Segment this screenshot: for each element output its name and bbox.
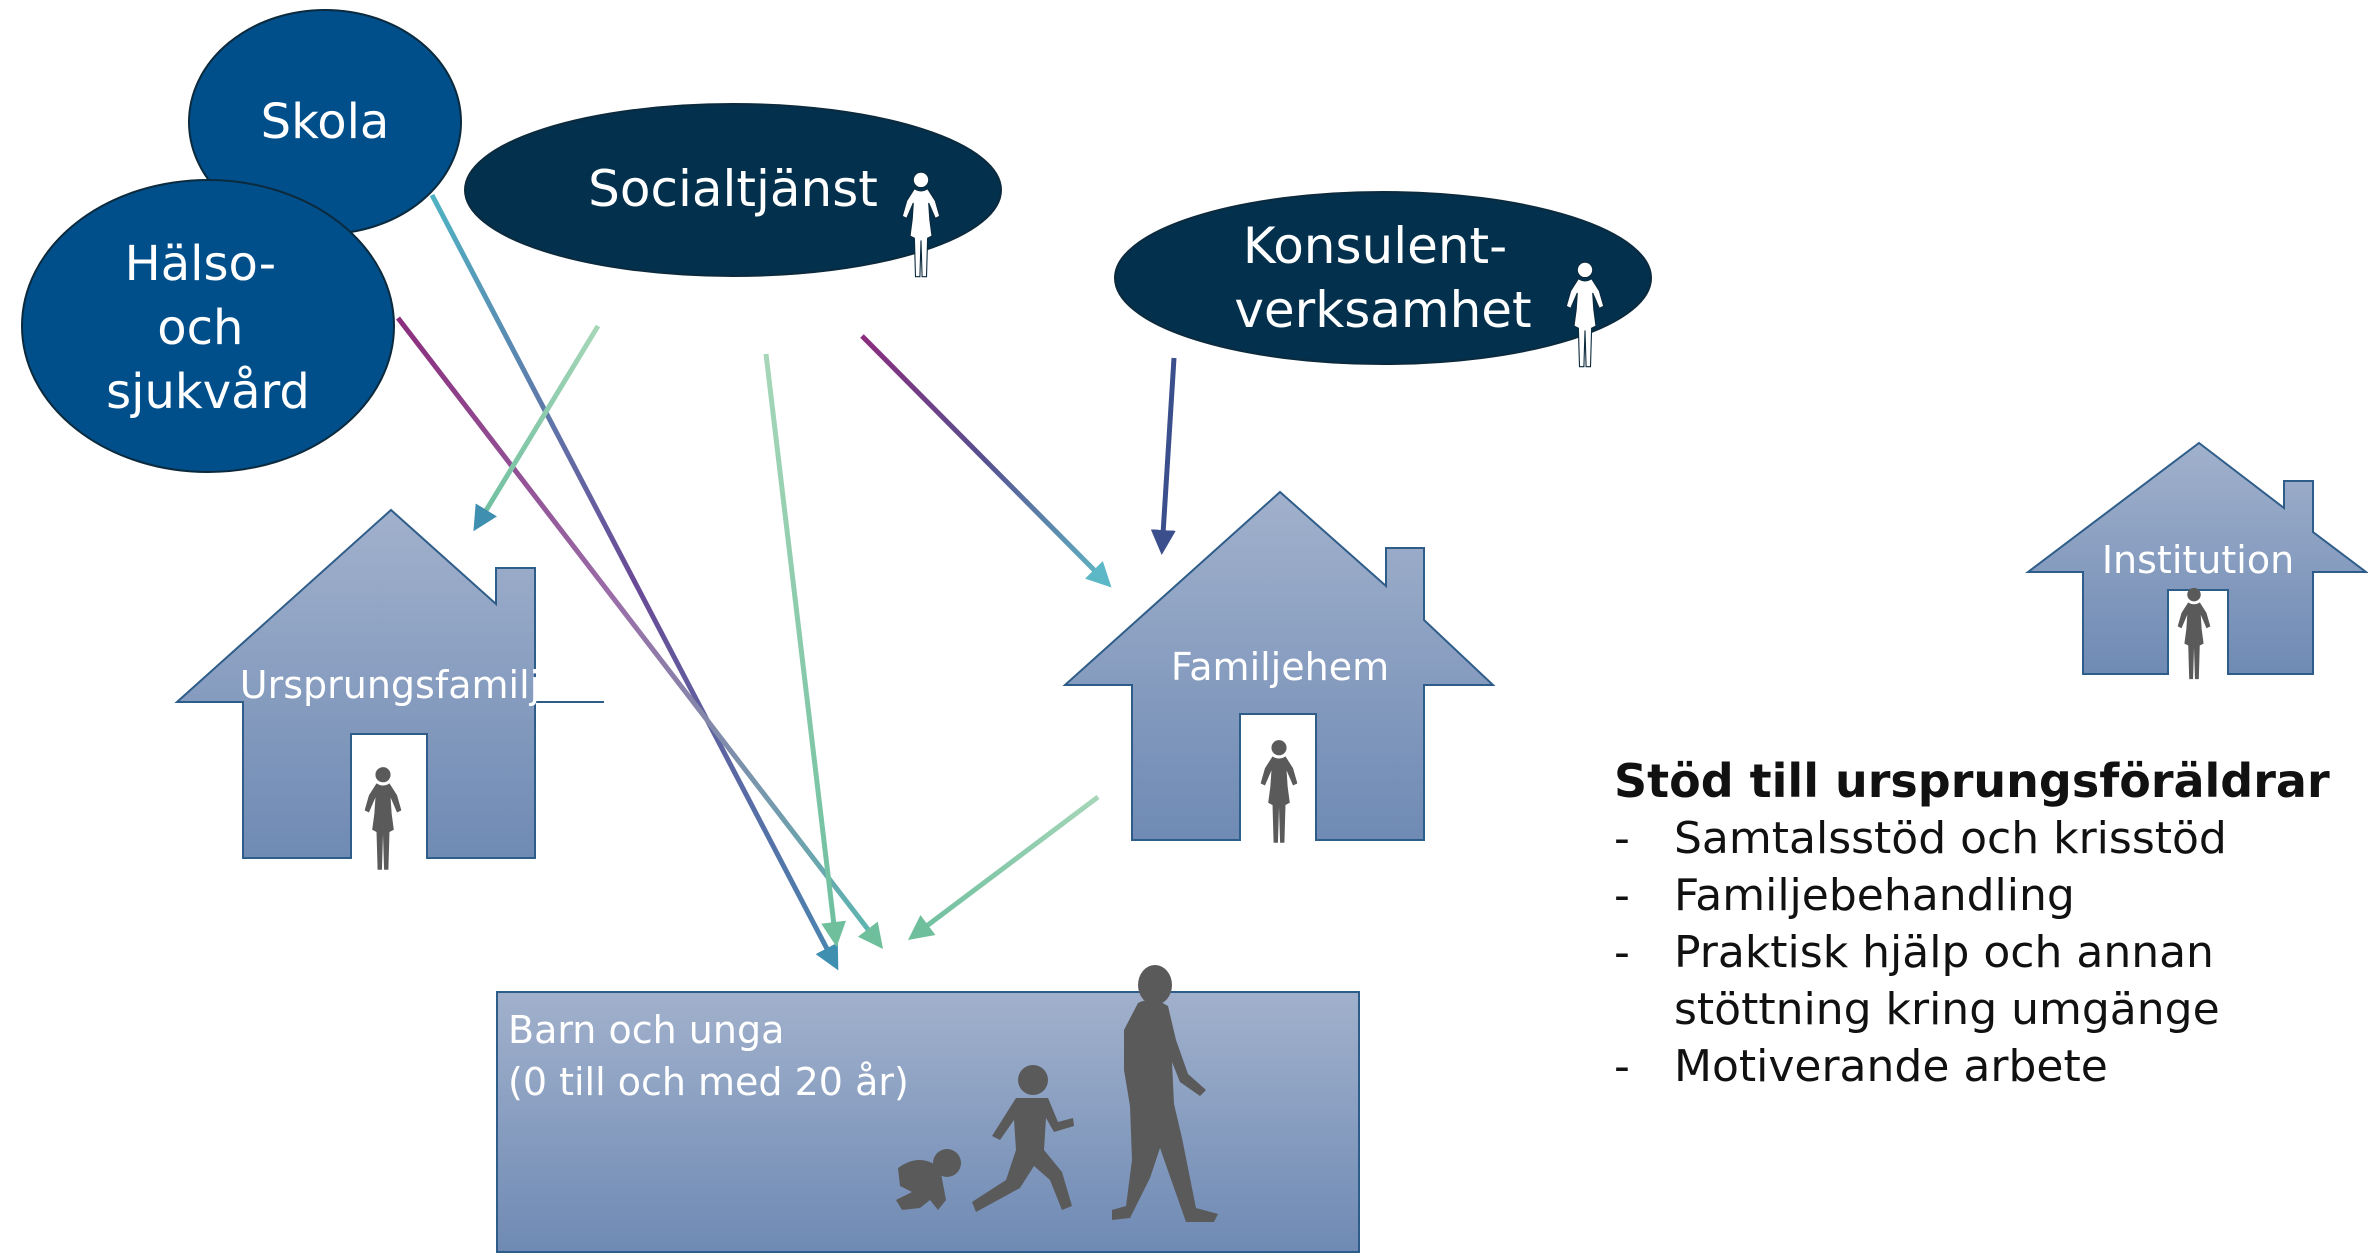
house-familjehem-shape bbox=[1062, 490, 1496, 841]
house-familjehem: Familjehem bbox=[1062, 490, 1496, 843]
support-item-text: Familjebehandling bbox=[1674, 870, 2075, 921]
house-ursprungsfamilj-shape bbox=[174, 508, 604, 859]
org-konsulentverksamhet: Konsulent- verksamhet bbox=[1114, 191, 1652, 368]
support-item-text: Praktisk hjälp och annan bbox=[1674, 927, 2214, 978]
children-box-line-2: (0 till och med 20 år) bbox=[508, 1060, 909, 1104]
arrow-socialtjanst-to-ursprungsfamilj bbox=[473, 324, 601, 532]
list-dash: - bbox=[1614, 1041, 1630, 1092]
support-panel: Stöd till ursprungsföräldrar - Samtalsst… bbox=[1614, 752, 2354, 1095]
arrow-halso-to-children bbox=[396, 316, 884, 949]
support-item-text: Samtalsstöd och krisstöd bbox=[1674, 813, 2227, 864]
list-dash: - bbox=[1614, 870, 1630, 921]
org-konsulent-label: Konsulent- verksamhet bbox=[1234, 217, 1531, 339]
house-institution-label: Institution bbox=[2102, 538, 2294, 582]
support-item: - Samtalsstöd och krisstöd bbox=[1614, 810, 2354, 867]
house-institution-shape bbox=[2025, 441, 2368, 675]
support-item: - Motiverande arbete bbox=[1614, 1038, 2354, 1095]
children-box-shape bbox=[496, 991, 1360, 1253]
org-skola-label: Skola bbox=[261, 94, 390, 150]
org-halso-label: Hälso- och sjukvård bbox=[106, 236, 310, 420]
house-familjehem-label: Familjehem bbox=[1171, 645, 1389, 689]
walking-woman-icon bbox=[1112, 965, 1218, 1222]
house-ursprungsfamilj-label: Ursprungsfamilj bbox=[240, 663, 540, 707]
children-box: Barn och unga (0 till och med 20 år) bbox=[496, 965, 1360, 1253]
list-dash: - bbox=[1614, 813, 1630, 864]
org-konsulent-line-2: verksamhet bbox=[1234, 281, 1531, 339]
org-konsulent-line-1: Konsulent- bbox=[1243, 217, 1507, 275]
arrows bbox=[396, 193, 1177, 971]
org-halso-och-sjukvard: Hälso- och sjukvård bbox=[21, 179, 395, 473]
support-item: - Praktisk hjälp och annan stöttning kri… bbox=[1614, 924, 2354, 1038]
arrow-konsulent-to-familjehem bbox=[1150, 357, 1177, 555]
org-skola: Skola bbox=[188, 9, 462, 235]
org-halso-shape bbox=[21, 179, 395, 473]
org-socialtjanst-label: Socialtjänst bbox=[588, 160, 878, 218]
baby-icon bbox=[896, 1149, 961, 1210]
support-title: Stöd till ursprungsföräldrar bbox=[1614, 754, 2330, 808]
org-halso-line-1: Hälso- bbox=[125, 236, 276, 292]
support-item-text-continued: stöttning kring umgänge bbox=[1674, 984, 2220, 1035]
org-konsulent-shape bbox=[1114, 191, 1652, 365]
list-dash: - bbox=[1614, 927, 1630, 978]
org-halso-line-3: sjukvård bbox=[106, 364, 310, 420]
arrow-familjehem-to-children bbox=[908, 795, 1100, 941]
org-socialtjanst-shape bbox=[464, 103, 1002, 277]
children-box-label: Barn och unga (0 till och med 20 år) bbox=[508, 1008, 909, 1104]
arrow-socialtjanst-to-children bbox=[763, 353, 847, 947]
house-institution: Institution bbox=[2025, 441, 2368, 680]
running-child-icon bbox=[972, 1065, 1074, 1212]
house-ursprungsfamilj: Ursprungsfamilj bbox=[174, 508, 604, 870]
org-socialtjanst: Socialtjänst bbox=[464, 103, 1002, 278]
arrow-socialtjanst-to-familjehem bbox=[860, 334, 1112, 588]
support-item-text: Motiverande arbete bbox=[1674, 1041, 2108, 1092]
children-box-line-1: Barn och unga bbox=[508, 1008, 784, 1052]
support-item: - Familjebehandling bbox=[1614, 867, 2354, 924]
familjehem-person-icon bbox=[1260, 740, 1298, 843]
ursprungsfamilj-person-icon bbox=[364, 767, 402, 870]
institution-person-icon bbox=[2177, 587, 2211, 680]
arrow-skola-to-children bbox=[429, 193, 839, 971]
support-list: - Samtalsstöd och krisstöd - Familjebeha… bbox=[1614, 810, 2354, 1095]
org-halso-line-2: och bbox=[157, 300, 243, 356]
